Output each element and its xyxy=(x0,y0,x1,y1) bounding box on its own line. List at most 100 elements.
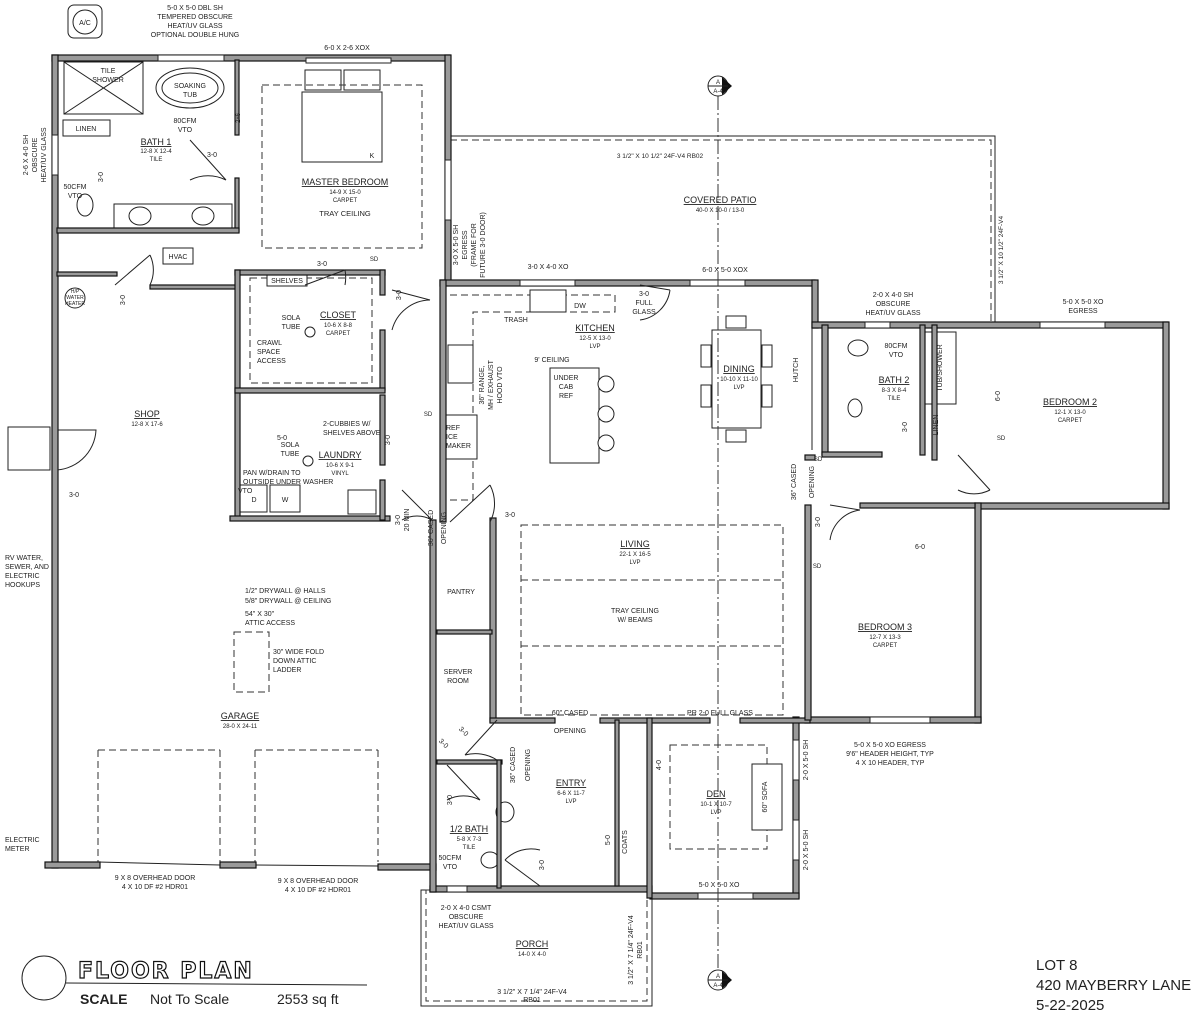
window xyxy=(519,279,576,287)
walls-layer xyxy=(44,54,1170,900)
door-note: PR 2-0 FULL GLASS xyxy=(687,710,753,717)
cased-opening-note: 36" CASED xyxy=(428,510,435,546)
door-note: 9 X 8 OVERHEAD DOOR xyxy=(115,875,196,882)
door-swing xyxy=(504,848,541,887)
fixture-label: SHELVES xyxy=(271,278,303,285)
note: 54" X 30" xyxy=(245,611,275,618)
room-name: MASTER BEDROOM xyxy=(302,177,389,187)
plan-title: FLOOR PLAN xyxy=(78,959,254,984)
window xyxy=(51,134,59,176)
room-finish: CARPET xyxy=(1058,418,1083,424)
pillow xyxy=(343,69,381,91)
wall xyxy=(379,479,386,521)
wall xyxy=(859,502,976,509)
door-note: 20 MIN xyxy=(404,509,411,532)
note: SEWER, AND xyxy=(5,564,49,571)
room-size: 12-5 X 13-0 xyxy=(579,336,611,342)
fixture-label: REF xyxy=(559,393,573,400)
project-lot: LOT 8 xyxy=(1036,957,1077,974)
door-swing xyxy=(304,269,347,286)
door-size: 3-0 xyxy=(437,738,449,750)
fixture-label: COATS xyxy=(622,830,629,854)
room-size: 5-8 X 7-3 xyxy=(457,837,482,843)
window xyxy=(305,57,392,64)
water-heater xyxy=(64,287,86,309)
wall xyxy=(439,279,447,523)
wall xyxy=(436,759,503,765)
note: METER xyxy=(5,846,30,853)
overhead-door-2-panel xyxy=(254,864,379,867)
fixture-label: LINEN xyxy=(76,126,97,133)
window-note: 6-0 X 2-6 XOX xyxy=(324,45,370,52)
sola-tube xyxy=(302,455,314,467)
wall xyxy=(489,717,556,724)
room-finish: VINYL xyxy=(331,471,349,477)
door-swing xyxy=(189,139,227,181)
door-size: 5-0 xyxy=(605,835,612,845)
fixture-label: VTO xyxy=(238,488,253,495)
fixture-label: SOAKING xyxy=(174,83,206,90)
fan-label: VTO xyxy=(178,127,193,134)
room-name: ENTRY xyxy=(556,778,586,788)
wall-note: 2x6 xyxy=(236,113,242,123)
fixture-label: HOOD VTO xyxy=(497,366,504,404)
window-note: 5-0 X 5-0 DBL SH xyxy=(167,5,223,12)
note: ELECTRIC xyxy=(5,573,40,580)
smoke-detector: SD xyxy=(813,564,822,570)
bar-stool xyxy=(597,405,615,423)
room-name: DINING xyxy=(723,364,755,374)
door-size: 3-0 xyxy=(207,152,217,159)
beam-note: RB01 xyxy=(637,941,644,959)
fixture-label: 36" RANGE, xyxy=(479,365,486,404)
fixture-label: MAKER xyxy=(446,443,471,450)
room-name: DEN xyxy=(706,789,725,799)
smoke-detector: SD xyxy=(814,457,823,463)
dining-chair xyxy=(761,344,773,368)
door-note: 4 X 10 DF #2 HDR01 xyxy=(122,884,188,891)
wall xyxy=(439,279,816,287)
window-note: FUTURE 3-0 DOOR) xyxy=(480,212,487,278)
living-tray-ceiling xyxy=(520,524,784,716)
windows-layer xyxy=(51,54,1106,900)
fan-label: 50CFM xyxy=(64,184,87,191)
beam-note: 3 1/2" X 7 1/4" 24F-V4 xyxy=(628,915,635,985)
window xyxy=(869,716,931,724)
door-swing xyxy=(829,504,861,541)
doors-layer xyxy=(114,139,991,887)
room-finish: CARPET xyxy=(333,198,358,204)
wall xyxy=(614,719,620,887)
bed xyxy=(301,91,383,163)
wall xyxy=(429,519,437,893)
fan-label: 50CFM xyxy=(439,855,462,862)
door-note: 4 X 10 DF #2 HDR01 xyxy=(285,887,351,894)
fixture-label: TUBE xyxy=(281,451,300,458)
room-size: 12-7 X 13-3 xyxy=(869,635,901,641)
wall xyxy=(379,329,386,391)
wall xyxy=(974,502,982,724)
section-marker-sheet: A-4 xyxy=(713,89,723,95)
hvac-unit xyxy=(162,247,194,265)
cased-opening-note: 36" CASED xyxy=(791,464,798,500)
door-size: 3-0 xyxy=(539,860,546,870)
fan-label: 80CFM xyxy=(885,343,908,350)
attic-access xyxy=(233,631,270,693)
room-finish: LVP xyxy=(734,385,745,391)
window-note: 3-0 X 5-0 SH xyxy=(453,225,460,265)
room-name: GARAGE xyxy=(221,711,260,721)
fixture-label: ACCESS xyxy=(257,358,286,365)
fixture-label: CRAWL xyxy=(257,340,282,347)
door-size: 3-0 xyxy=(457,726,469,738)
note: RV WATER, xyxy=(5,555,43,562)
wall xyxy=(1162,321,1170,510)
ac-unit-circle xyxy=(72,9,98,35)
note: 30" WIDE FOLD xyxy=(273,649,324,656)
door-size: 5-0 xyxy=(277,435,287,442)
window-note: 2-6 X 4-0 SH xyxy=(23,135,30,175)
note: DOWN ATTIC xyxy=(273,658,316,665)
room-size: 12-8 X 17-6 xyxy=(131,422,163,428)
window xyxy=(446,885,468,893)
fan-label: VTO xyxy=(889,352,904,359)
window-note: EGRESS xyxy=(1068,308,1098,315)
section-marker-bottom xyxy=(707,969,732,991)
beam-note: 3 1/2" X 10 1/2" 24F-V4 xyxy=(998,216,1005,285)
